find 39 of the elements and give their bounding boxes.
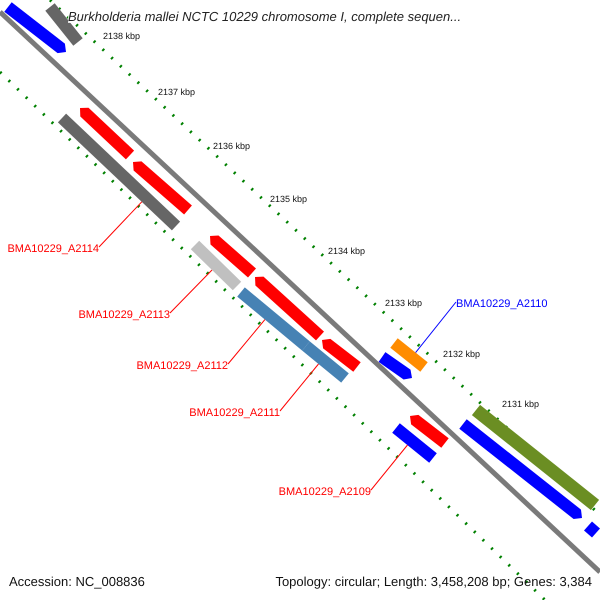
gene-feature: [190, 240, 242, 290]
scale-label: 2138 kbp: [103, 30, 140, 43]
sequence-info-text: Topology: circular; Length: 3,458,208 bp; Genes: 3,384: [275, 575, 592, 588]
gene-feature: [255, 276, 324, 340]
scale-label: 2137 kbp: [158, 86, 196, 99]
gene-feature: [390, 338, 428, 372]
gene-label: BMA10229_A2112: [136, 360, 228, 373]
leader-line: [415, 302, 456, 354]
gene-feature: [459, 419, 582, 519]
scale-label: 2134 kbp: [328, 245, 366, 258]
gene-feature: [392, 423, 437, 463]
leader-line: [280, 364, 319, 412]
scale-label: 2132 kbp: [443, 348, 480, 361]
leader-line: [170, 270, 212, 314]
gene-feature: [58, 114, 180, 230]
leader-line: [228, 319, 266, 364]
gene-feature: [378, 352, 412, 380]
gene-label: BMA10229_A2109: [278, 486, 371, 499]
scale-label: 2131 kbp: [502, 398, 540, 411]
gene-feature: [4, 2, 66, 54]
gene-feature: [133, 161, 192, 214]
scale-label: 2133 kbp: [385, 297, 422, 310]
accession-text: Accession: NC_008836: [9, 575, 145, 588]
gene-feature: [584, 522, 600, 538]
leader-line: [98, 201, 142, 248]
gene-feature: [210, 236, 256, 278]
gene-feature: [322, 338, 361, 372]
gene-label: BMA10229_A2111: [189, 407, 280, 420]
title: Burkholderia mallei NCTC 10229 chromosome I, complete sequen...: [68, 10, 462, 23]
gene-label: BMA10229_A2110: [456, 298, 548, 311]
gene-feature: [302, 341, 349, 383]
gene-feature: [80, 108, 134, 160]
scale-label: 2136 kbp: [213, 140, 250, 153]
gene-label: BMA10229_A2113: [78, 309, 170, 322]
leader-line: [370, 444, 408, 490]
scale-label: 2135 kbp: [270, 193, 308, 206]
gene-label: BMA10229_A2114: [7, 243, 99, 256]
gene-feature: [237, 287, 310, 351]
gene-feature: [410, 414, 449, 448]
